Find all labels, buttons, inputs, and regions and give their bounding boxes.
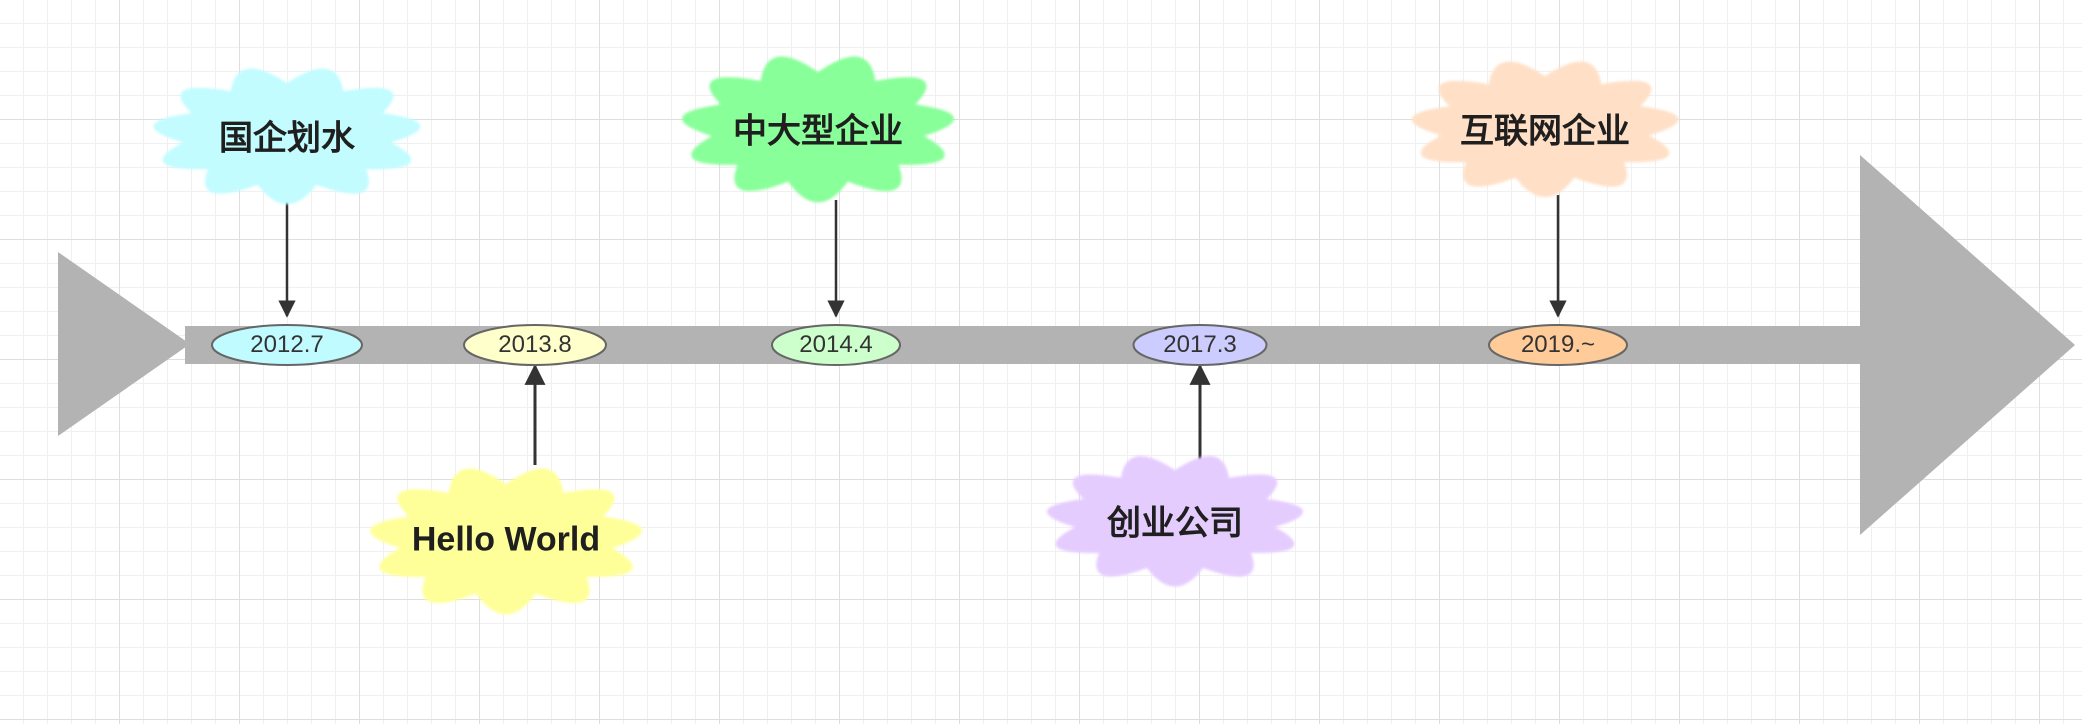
date-ellipse-4 [1488,324,1628,366]
date-ellipse-3 [1132,324,1268,366]
date-label: 2014.4 [799,331,873,358]
date-label: 2012.7 [250,331,324,358]
milestone-label: 国企划水 [219,119,355,158]
milestone-cloud-0 [153,68,421,205]
milestone-cloud-3 [1046,456,1304,587]
milestone-cloud-1 [370,468,642,615]
date-label: 2019.~ [1520,331,1596,358]
timeline-band [185,326,1885,364]
timeline-tail [58,252,190,436]
milestone-cloud-4 [1411,61,1679,198]
milestone-label: 互联网企业 [1460,112,1630,151]
milestone-label: 创业公司 [1107,504,1243,543]
date-ellipse-2 [771,324,901,366]
date-label: 2013.8 [498,331,572,358]
date-label: 2017.3 [1163,331,1237,358]
date-ellipse-1 [463,324,607,366]
milestone-label: 中大型企业 [733,112,903,151]
connector-layer [278,195,1567,465]
date-layer [211,324,1628,366]
cloud-layer [153,56,1679,615]
date-ellipse-0 [211,324,363,366]
milestone-label: Hello World [411,520,601,559]
timeline-arrowhead [1860,155,2075,535]
milestone-cloud-2 [682,56,954,203]
